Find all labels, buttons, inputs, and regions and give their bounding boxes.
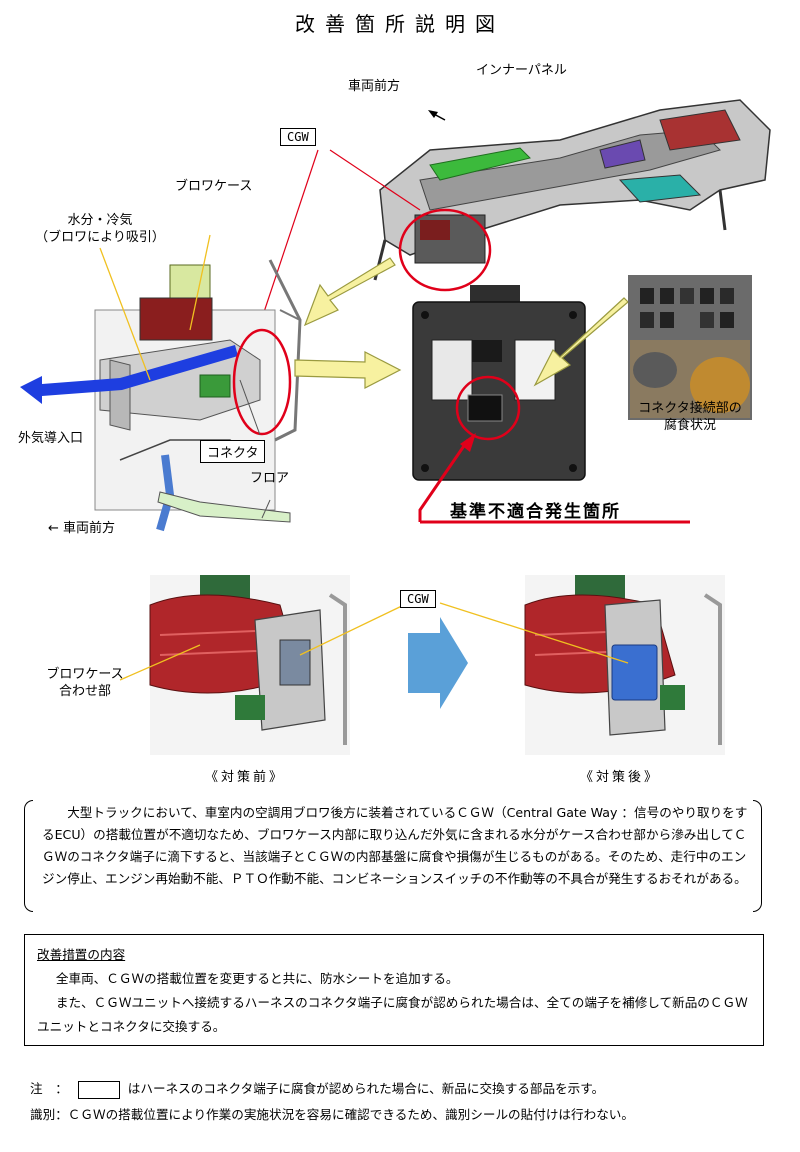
cgw-unit-illustration — [412, 285, 586, 481]
corrosion-label-line1: コネクタ接続部の — [638, 401, 742, 416]
vehicle-front-label-bottom: ← 車両前方 — [48, 521, 116, 536]
blower-joint-label-line1: ブロワケース — [46, 667, 124, 682]
measures-line2: また、ＣＧＷユニットへ接続するハーネスのコネクタ端子に腐食が認められた場合は、全… — [37, 995, 748, 1034]
corrosion-label: コネクタ接続部の 腐食状況 — [620, 400, 760, 434]
cgw-label-top: CGW — [280, 128, 316, 146]
connector-highlight — [455, 375, 521, 441]
page-title: 改善箇所説明図 — [295, 12, 505, 36]
measures-box: 改善措置の内容 全車両、ＣＧＷの搭載位置を変更すると共に、防水シートを追加する。… — [24, 934, 764, 1046]
measures-heading: 改善措置の内容 — [37, 947, 126, 962]
yellow-arrow-upper — [303, 257, 396, 327]
before-illustration — [149, 575, 350, 755]
blower-cgw-highlight — [232, 328, 292, 436]
connector-label: コネクタ — [200, 440, 266, 463]
moisture-label-line1: 水分・冷気 — [67, 213, 133, 228]
corrosion-photo — [628, 275, 752, 420]
yellow-arrow-corrosion — [533, 297, 629, 387]
inner-panel-label: インナーパネル — [476, 63, 567, 78]
nonconformity-arrow — [418, 439, 470, 522]
dashboard-cgw-highlight — [398, 208, 492, 292]
after-caption: 《対策後》 — [580, 770, 661, 785]
moisture-label: 水分・冷気 （ブロワにより吸引） — [30, 212, 170, 246]
description-block: 大型トラックにおいて、車室内の空調用ブロワ後方に装着されているＣＧＷ（Centr… — [24, 800, 762, 912]
blower-case-label: ブロワケース — [175, 179, 253, 194]
airflow-arrow — [20, 345, 238, 404]
note-legend-box — [77, 1080, 120, 1099]
floor-label: フロア — [250, 471, 290, 486]
blower-assembly-illustration — [94, 259, 302, 532]
cgw-leader-line-upper — [329, 149, 421, 211]
note-line: 注 ： はハーネスのコネクタ端子に腐食が認められた場合に、新品に交換する部品を示す… — [30, 1078, 604, 1099]
note-text: はハーネスのコネクタ端子に腐食が認められた場合に、新品に交換する部品を示す。 — [127, 1081, 605, 1096]
cgw-leader-line-lower — [257, 149, 319, 331]
note-prefix: 注 ： — [30, 1081, 68, 1096]
nonconformity-label: 基準不適合発生箇所 — [450, 502, 621, 522]
top-diagram — [20, 99, 771, 532]
yellow-arrow-middle — [294, 351, 402, 389]
floor-illustration — [157, 491, 291, 523]
cgw-label-bottom: CGW — [400, 590, 436, 608]
measures-line1: 全車両、ＣＧＷの搭載位置を変更すると共に、防水シートを追加する。 — [55, 971, 459, 986]
before-caption: 《対策前》 — [205, 770, 286, 785]
description-bracket-left — [24, 800, 33, 912]
after-illustration — [524, 575, 725, 755]
blower-joint-label-line2: 合わせ部 — [58, 684, 111, 699]
before-after-arrow — [408, 617, 468, 709]
identification-line: 識別：ＣＧＷの搭載位置により作業の実施状況を容易に確認できるため、識別シールの貼… — [30, 1107, 634, 1122]
inner-panel-illustration — [373, 99, 771, 281]
moisture-label-line2: （ブロワにより吸引） — [35, 230, 165, 245]
before-after-diagram — [119, 575, 725, 755]
corrosion-label-line2: 腐食状況 — [663, 418, 716, 433]
description-bracket-right — [753, 800, 762, 912]
vehicle-front-label-top: 車両前方 — [348, 79, 401, 94]
description-text: 大型トラックにおいて、車室内の空調用ブロワ後方に装着されているＣＧＷ（Centr… — [42, 805, 748, 886]
blower-joint-label: ブロワケース 合わせ部 — [30, 666, 140, 700]
outside-air-inlet-label: 外気導入口 — [18, 431, 84, 446]
